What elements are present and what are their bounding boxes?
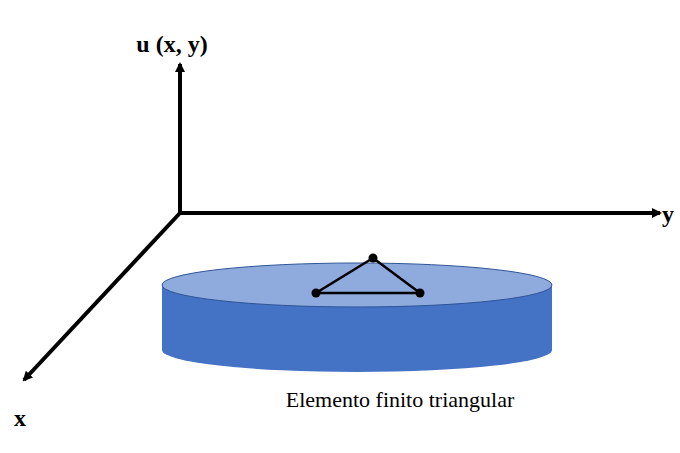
triangle-element [316, 258, 420, 293]
node-dot [369, 254, 378, 263]
axis-label: u (x, y) [136, 32, 207, 56]
figure-caption: Elemento finito triangular [286, 389, 515, 411]
node-dot [416, 289, 425, 298]
node-dot [312, 289, 321, 298]
axis-label: y [662, 202, 674, 226]
cylinder-top [162, 263, 552, 307]
u-axis [178, 64, 182, 213]
axis-label: x [14, 406, 26, 430]
y-axis [180, 211, 660, 215]
x-axis [24, 213, 180, 380]
